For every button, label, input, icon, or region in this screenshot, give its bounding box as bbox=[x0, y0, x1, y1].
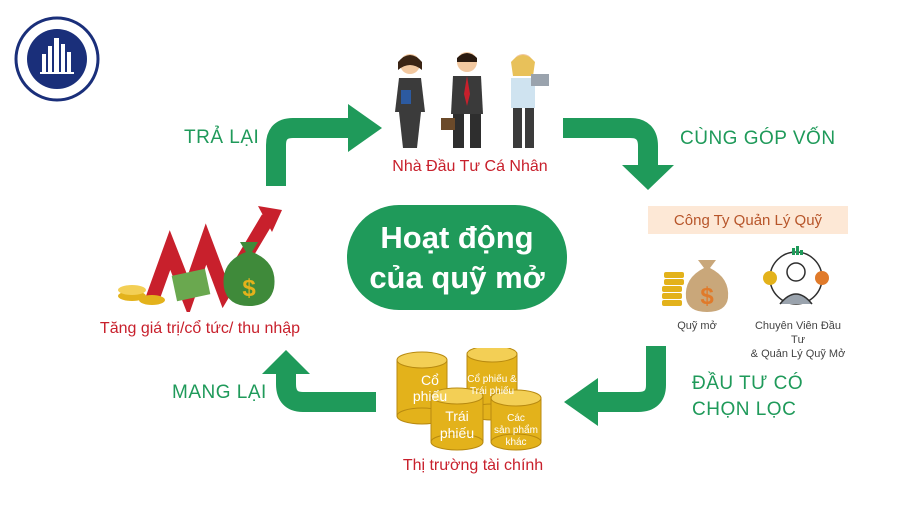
coin-mixed-line2: Trái phiếu bbox=[469, 386, 515, 397]
market-label: Thị trường tài chính bbox=[402, 457, 544, 474]
specialist-label: Chuyên Viên Đầu Tư & Quản Lý Quỹ Mở bbox=[748, 319, 848, 361]
coin-bonds-line1: Trái bbox=[445, 408, 469, 424]
coin-bonds-line2: phiếu bbox=[439, 425, 475, 441]
selective-invest-line2: CHỌN LỌC bbox=[692, 399, 797, 420]
return-label: TRẢ LẠI bbox=[184, 127, 260, 148]
coin-other-line1: Các bbox=[507, 413, 525, 424]
coin-stocks-line1: Cổ bbox=[421, 372, 439, 388]
center-title-pill: Hoạt động của quỹ mở bbox=[347, 205, 567, 310]
fund-company-label: Công Ty Quản Lý Quỹ bbox=[648, 206, 848, 234]
center-title-line1: Hoạt động bbox=[380, 219, 534, 255]
coin-other-line3: khác bbox=[505, 437, 527, 448]
contribute-label: CÙNG GÓP VỐN bbox=[680, 128, 836, 149]
svg-text:$: $ bbox=[242, 275, 256, 302]
svg-text:$: $ bbox=[700, 283, 714, 310]
coin-mixed-line1: Cổ phiếu & bbox=[467, 374, 517, 385]
money-bag-icon: $ bbox=[662, 260, 729, 312]
coin-stocks-line2: phiếu bbox=[412, 388, 448, 404]
specialist-icon bbox=[763, 246, 829, 305]
investors-illustration bbox=[395, 52, 549, 148]
coin-stocks-label: Cổ phiếu bbox=[407, 372, 453, 404]
specialist-line2: & Quản Lý Quỹ Mở bbox=[750, 348, 846, 360]
coin-mixed-label: Cổ phiếu & Trái phiếu bbox=[467, 374, 517, 398]
coin-bonds-label: Trái phiếu bbox=[432, 408, 482, 442]
growth-label: Tăng giá trị/cổ tức/ thu nhập bbox=[99, 320, 301, 337]
coin-stacks-illustration bbox=[396, 348, 542, 451]
logo-seal bbox=[14, 16, 100, 102]
coin-other-line2: sản phẩm bbox=[494, 425, 538, 436]
growth-illustration: $ bbox=[118, 206, 282, 312]
bring-label: MANG LẠI bbox=[172, 382, 267, 403]
coin-other-label: Các sản phẩm khác bbox=[491, 413, 541, 449]
selective-invest-label: ĐẦU TƯ CÓ CHỌN LỌC bbox=[692, 371, 803, 423]
center-title-line2: của quỹ mở bbox=[369, 259, 545, 295]
specialist-line1: Chuyên Viên Đầu Tư bbox=[754, 320, 842, 346]
investors-label: Nhà Đầu Tư Cá Nhân bbox=[392, 158, 548, 175]
open-fund-label: Quỹ mở bbox=[677, 320, 717, 332]
selective-invest-line1: ĐẦU TƯ CÓ bbox=[692, 373, 804, 394]
